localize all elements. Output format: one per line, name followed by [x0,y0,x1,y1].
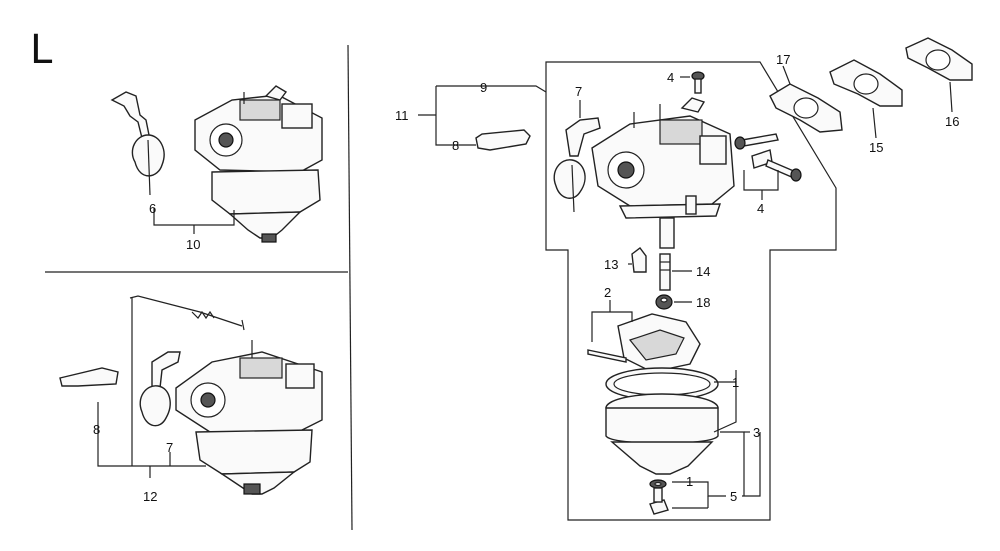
bracket-11 [435,86,476,146]
bracket-5 [672,481,726,497]
bracket-3-5-link [742,432,761,497]
assembly-outline [545,61,837,521]
panel-dividers [45,44,353,531]
carburetor-body [591,97,735,249]
callout-11: 11 [395,108,409,123]
bracket-3 [720,431,745,496]
callout-2: 2 [604,285,611,300]
callout-9: 9 [480,80,487,95]
carburetor-top-left [110,85,323,243]
callout-14: 14 [696,264,710,279]
float-bowl-3 [605,393,719,475]
gasket-15 [829,59,903,107]
washer-18 [655,294,673,310]
choke-lever-7 [553,117,601,213]
bracket-9 [436,85,547,93]
nozzle-14 [659,253,671,291]
bracket-4-right [743,170,779,191]
callout-16: 16 [945,114,959,129]
callout-3: 3 [753,425,760,440]
carburetor-bottom-left [59,295,323,495]
callout-15: 15 [869,140,883,155]
gasket-16 [905,37,973,81]
screw-4-top [691,71,705,94]
callout-12: 12 [143,489,157,504]
callout-10: 10 [186,237,200,252]
callout-6: 6 [149,201,156,216]
callout-5: 5 [730,489,737,504]
screws-4-right [734,133,802,182]
section-letter: L [30,27,53,73]
callout-7-right: 7 [575,84,582,99]
callout-1-upper: 1 [732,375,739,390]
callout-17: 17 [776,52,790,67]
bracket-10 [153,208,235,226]
callout-13: 13 [604,257,618,272]
callout-4-top: 4 [667,70,674,85]
callout-8-left: 8 [93,422,100,437]
callout-1-lower: 1 [686,474,693,489]
callout-4-right: 4 [757,201,764,216]
float-2 [587,313,701,373]
callout-7-left: 7 [166,440,173,455]
lever-8 [475,129,531,151]
bowl-gasket-1 [605,367,719,401]
bracket-1-upper [713,381,737,433]
callout-8-right: 8 [452,138,459,153]
jet-13 [631,247,647,273]
drain-bolt-5 [649,487,669,515]
gasket-17 [769,83,843,133]
callout-18: 18 [696,295,710,310]
bracket-2 [591,311,633,342]
washer-1-lower [649,479,667,489]
